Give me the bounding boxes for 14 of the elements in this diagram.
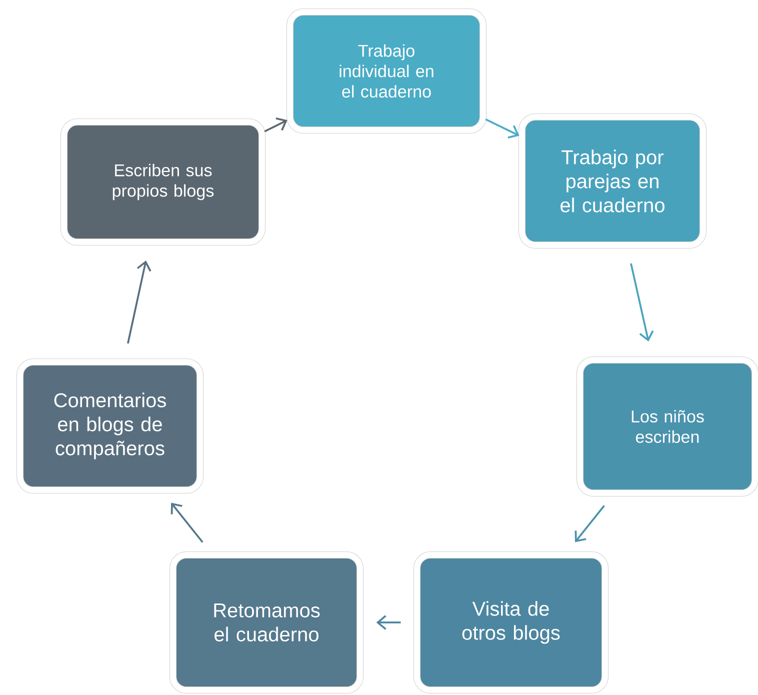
arrow <box>574 505 605 542</box>
arrow <box>485 118 520 138</box>
arrow <box>630 263 654 342</box>
arrow <box>376 615 401 630</box>
arrow <box>264 117 288 132</box>
arrow <box>127 260 152 344</box>
process-box: Trabajo individual en el cuaderno <box>286 8 487 134</box>
process-box: Los niños escriben <box>576 356 758 497</box>
process-box: Comentarios en blogs de compañeros <box>16 358 204 494</box>
process-box: Trabajo por parejas en el cuaderno <box>518 113 707 249</box>
process-box: Retomamos el cuaderno <box>169 551 364 694</box>
arrow <box>170 502 204 543</box>
process-box: Escriben sus propios blogs <box>60 118 266 246</box>
process-box: Visita de otros blogs <box>413 551 609 694</box>
